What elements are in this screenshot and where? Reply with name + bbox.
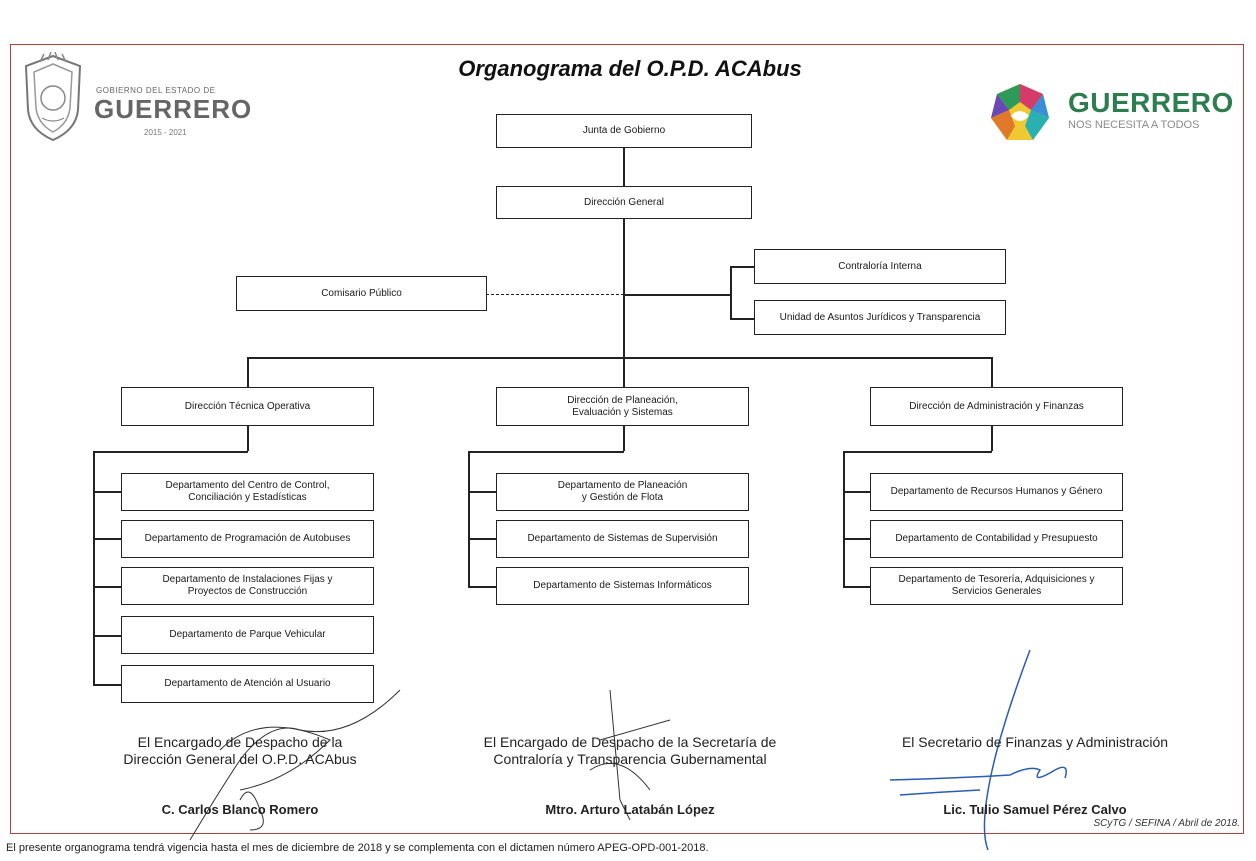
- signature-title-2: El Encargado de Despacho de la Secretarí…: [483, 734, 777, 767]
- planeacion-dept-box: Departamento de Planeación y Gestión de …: [496, 473, 749, 511]
- document-reference: SCyTG / SEFINA / Abril de 2018.: [1093, 818, 1240, 829]
- connector: [93, 451, 248, 453]
- document-frame: [10, 44, 1244, 834]
- direccion-administracion-box: Dirección de Administración y Finanzas: [870, 387, 1123, 426]
- admin-dept-box: Departamento de Contabilidad y Presupues…: [870, 520, 1123, 558]
- connector: [468, 451, 470, 587]
- connector: [730, 266, 755, 268]
- connector: [623, 147, 625, 188]
- direccion-general-box: Dirección General: [496, 186, 752, 219]
- admin-dept-box: Departamento de Tesorería, Adquisiciones…: [870, 567, 1123, 605]
- connector: [93, 491, 122, 493]
- signature-scribble-2: [589, 689, 671, 821]
- signature-name-1: C. Carlos Blanco Romero: [161, 802, 319, 817]
- connector: [991, 425, 993, 451]
- connector: [623, 294, 730, 296]
- page-title: Organograma del O.P.D. ACAbus: [458, 56, 802, 81]
- connector: [247, 425, 249, 451]
- state-coat-of-arms-icon: [18, 51, 88, 144]
- footer-note: El presente organograma tendrá vigencia …: [6, 842, 709, 854]
- connector: [93, 586, 122, 588]
- signature-scribble-1: [189, 689, 401, 841]
- connector: [93, 451, 95, 685]
- connector: [468, 491, 496, 493]
- connector: [730, 266, 732, 319]
- connector: [843, 491, 870, 493]
- connector: [468, 538, 496, 540]
- gov-label-line2: GUERRERO: [94, 94, 253, 124]
- connector: [843, 451, 992, 453]
- connector: [623, 425, 625, 451]
- guerrero-brand-slogan: NOS NECESITA A TODOS: [1068, 119, 1200, 131]
- signature-title-3: El Secretario de Finanzas y Administraci…: [901, 734, 1169, 750]
- connector: [730, 318, 755, 320]
- connector: [843, 451, 845, 587]
- connector: [247, 357, 249, 387]
- gov-label-line3: 2015 - 2021: [144, 128, 187, 137]
- dashed-connector: [486, 294, 624, 295]
- signature-name-2: Mtro. Arturo Latabán López: [545, 802, 715, 817]
- connector: [843, 538, 870, 540]
- connector: [843, 586, 870, 588]
- tecnica-dept-box: Departamento del Centro de Control, Conc…: [121, 473, 374, 511]
- connector: [93, 684, 122, 686]
- connector: [247, 357, 992, 359]
- connector: [93, 635, 122, 637]
- gov-label-line1: GOBIERNO DEL ESTADO DE: [96, 86, 216, 95]
- tecnica-dept-box: Departamento de Instalaciones Fijas y Pr…: [121, 567, 374, 605]
- junta-de-gobierno-box: Junta de Gobierno: [496, 114, 752, 148]
- guerrero-emblem-icon: [985, 80, 1055, 146]
- tecnica-dept-box: Departamento de Atención al Usuario: [121, 665, 374, 703]
- connector: [468, 451, 624, 453]
- contraloria-interna-box: Contraloría Interna: [754, 249, 1006, 284]
- admin-dept-box: Departamento de Recursos Humanos y Géner…: [870, 473, 1123, 511]
- planeacion-dept-box: Departamento de Sistemas Informáticos: [496, 567, 749, 605]
- unidad-juridicos-box: Unidad de Asuntos Jurídicos y Transparen…: [754, 300, 1006, 335]
- tecnica-dept-box: Departamento de Parque Vehicular: [121, 616, 374, 654]
- signature-scribble-3: [889, 650, 1067, 850]
- direccion-tecnica-box: Dirección Técnica Operativa: [121, 387, 374, 426]
- comisario-publico-box: Comisario Público: [236, 276, 487, 311]
- planeacion-dept-box: Departamento de Sistemas de Supervisión: [496, 520, 749, 558]
- signature-title-1: El Encargado de Despacho de la Dirección…: [123, 734, 357, 767]
- signature-name-3: Lic. Tulio Samuel Pérez Calvo: [943, 802, 1127, 817]
- connector: [468, 586, 496, 588]
- connector: [991, 357, 993, 387]
- guerrero-brand-name: GUERRERO: [1068, 87, 1234, 118]
- tecnica-dept-box: Departamento de Programación de Autobuse…: [121, 520, 374, 558]
- connector: [623, 218, 625, 387]
- connector: [93, 538, 122, 540]
- direccion-planeacion-box: Dirección de Planeación, Evaluación y Si…: [496, 387, 749, 426]
